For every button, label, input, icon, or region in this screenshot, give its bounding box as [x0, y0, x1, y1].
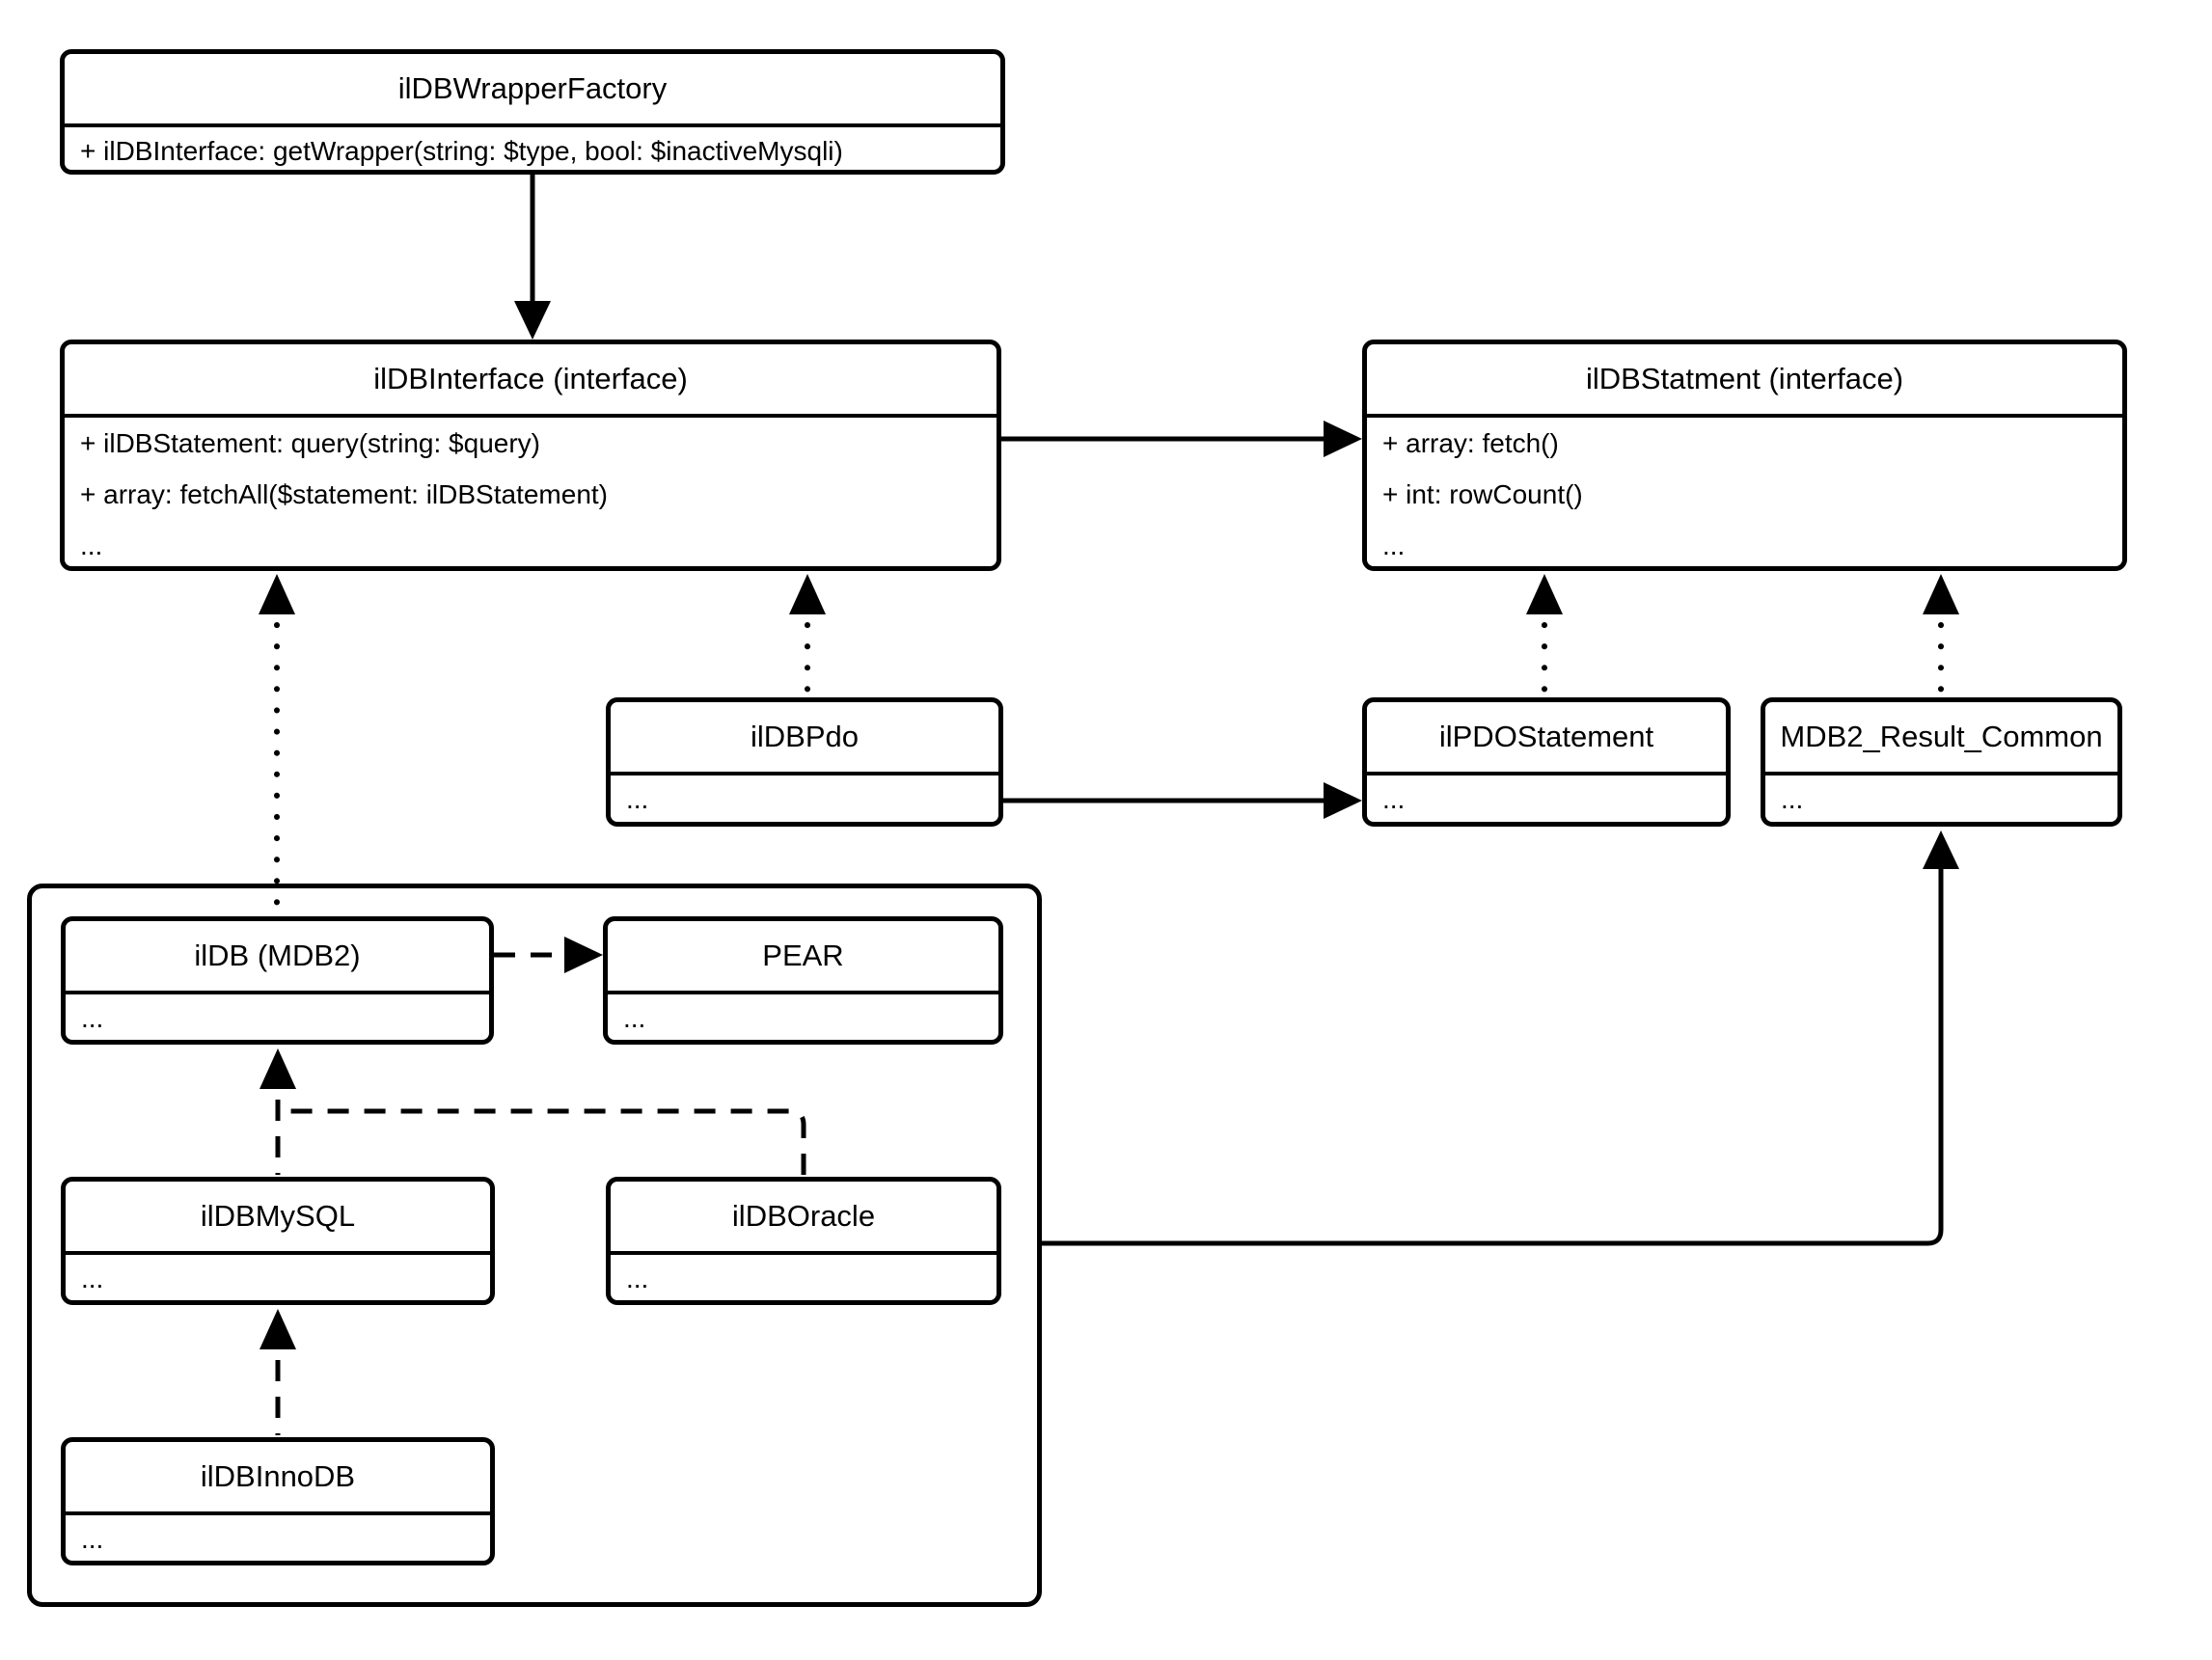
class-member: ... — [626, 784, 649, 814]
class-member: ... — [1382, 784, 1406, 814]
class-box-ildbmysql: ilDBMySQL ... — [61, 1177, 495, 1305]
class-member: ... — [80, 530, 103, 560]
class-box-ildbinterface: ilDBInterface (interface) + ilDBStatemen… — [60, 340, 1001, 571]
edge-wrapperfactory-to-interface — [514, 175, 551, 340]
class-title: ilPDOStatement — [1367, 702, 1726, 776]
class-box-ildbinnodb: ilDBInnoDB ... — [61, 1437, 495, 1565]
class-member: ... — [626, 1264, 649, 1293]
class-box-ildbpdo: ilDBPdo ... — [606, 697, 1003, 827]
class-member: ... — [81, 1524, 104, 1554]
class-title: MDB2_Result_Common — [1765, 702, 2117, 776]
class-member: + array: fetchAll($statement: ilDBStatem… — [80, 478, 608, 509]
class-box-ildbwrapperfactory: ilDBWrapperFactory + ilDBInterface: getW… — [60, 49, 1005, 175]
class-member: ... — [81, 1003, 104, 1033]
class-title: ilDBInterface (interface) — [65, 344, 997, 418]
class-title: PEAR — [608, 921, 998, 994]
class-title: ilDBOracle — [611, 1182, 997, 1255]
edge-ildbpdo-to-ilpdostatement — [1003, 782, 1362, 819]
class-member: + ilDBStatement: query(string: $query) — [80, 427, 540, 458]
class-member: ... — [1781, 784, 1804, 814]
class-box-ildbstatment: ilDBStatment (interface) + array: fetch(… — [1362, 340, 2127, 571]
class-title: ilDBStatment (interface) — [1367, 344, 2122, 418]
edge-ildboracle-to-mdb2resultcommon — [1037, 830, 1959, 1243]
class-member: ... — [81, 1264, 104, 1293]
class-box-pear: PEAR ... — [603, 916, 1003, 1045]
class-member: ... — [1382, 530, 1406, 560]
class-member: ... — [623, 1003, 646, 1033]
edge-interface-to-statment — [1001, 421, 1362, 457]
edge-ildbmdb2-to-interface — [259, 574, 295, 912]
class-title: ilDBWrapperFactory — [65, 54, 1000, 127]
class-box-ildboracle: ilDBOracle ... — [606, 1177, 1001, 1305]
edge-mdb2resultcommon-to-statment — [1923, 574, 1959, 694]
edge-ildbpdo-to-interface — [789, 574, 826, 694]
class-title: ilDBMySQL — [66, 1182, 490, 1255]
class-box-ildbmdb2: ilDB (MDB2) ... — [61, 916, 494, 1045]
class-member: + int: rowCount() — [1382, 478, 1583, 509]
class-member: + ilDBInterface: getWrapper(string: $typ… — [80, 136, 843, 166]
class-member: + array: fetch() — [1382, 427, 1559, 458]
class-title: ilDBInnoDB — [66, 1442, 490, 1515]
class-title: ilDB (MDB2) — [66, 921, 489, 994]
edge-ilpdostatement-to-statment — [1526, 574, 1563, 694]
class-box-ilpdostatement: ilPDOStatement ... — [1362, 697, 1731, 827]
class-title: ilDBPdo — [611, 702, 998, 776]
class-box-mdb2resultcommon: MDB2_Result_Common ... — [1761, 697, 2122, 827]
